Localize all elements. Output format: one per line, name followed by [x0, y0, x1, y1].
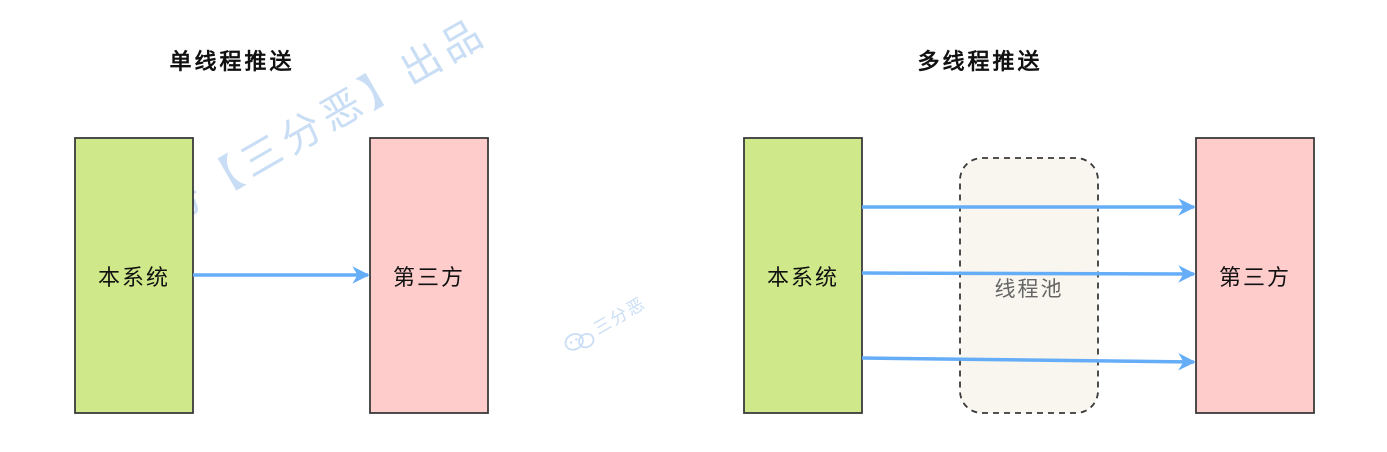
single-target-label: 第三方 — [393, 266, 465, 291]
single-source-box — [74, 137, 194, 414]
multi-source-box — [743, 137, 863, 414]
single-target-box — [369, 137, 489, 414]
multi-thread-section: 多线程推送 本系统 线程池 第三方 — [743, 49, 1315, 414]
multi-target-label: 第三方 — [1219, 266, 1291, 291]
thread-pool-label: 线程池 — [995, 277, 1064, 301]
multi-target-box — [1195, 137, 1315, 414]
wechat-icon — [564, 332, 595, 351]
single-source-label: 本系统 — [98, 266, 170, 291]
multi-push-arrow-2 — [861, 265, 1196, 283]
watermark-small-text: 三分恶 — [590, 294, 649, 340]
multi-push-arrow-3 — [861, 353, 1196, 371]
multi-source-label: 本系统 — [767, 266, 839, 291]
single-thread-section: 单线程推送 本系统 第三方 — [74, 49, 489, 414]
single-thread-title: 单线程推送 — [169, 49, 294, 75]
multi-thread-title: 多线程推送 — [917, 49, 1042, 75]
thread-pool-box — [959, 157, 1099, 414]
watermark-small: 三分恶 — [564, 294, 650, 351]
